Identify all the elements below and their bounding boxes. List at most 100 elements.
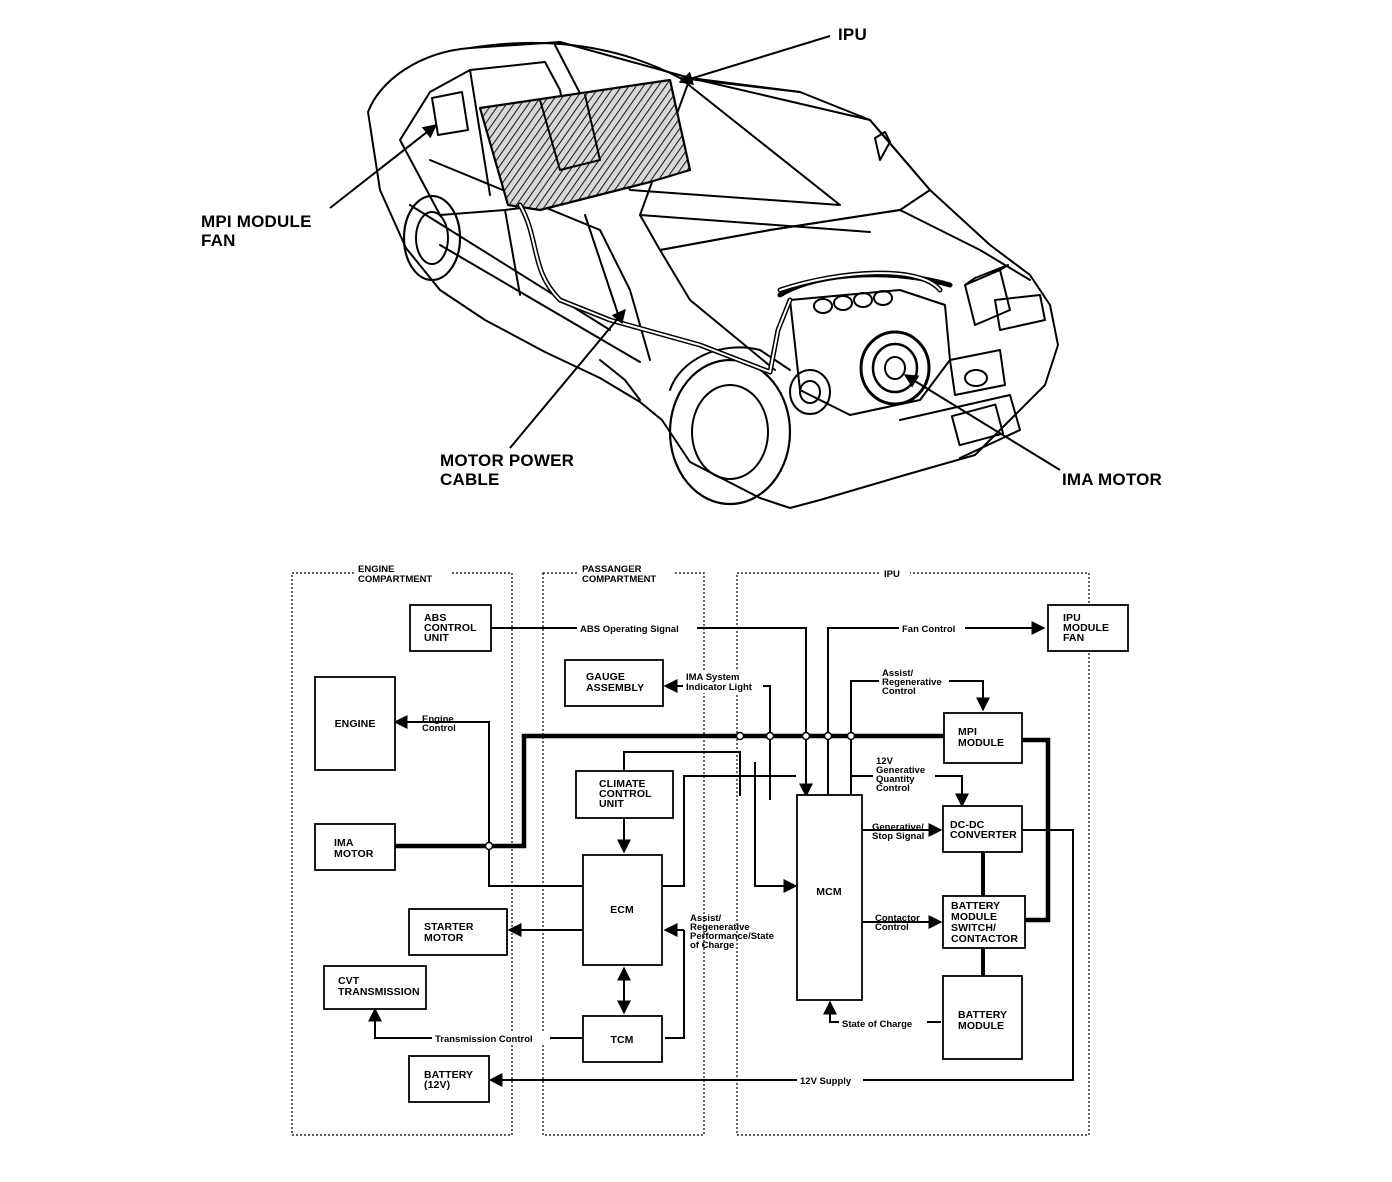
engine_control-label-line2: Control	[422, 723, 456, 734]
motor-cable-callout-line1: MOTOR POWER	[440, 451, 574, 470]
ipu-pack	[478, 78, 692, 212]
battery-switch-box	[942, 895, 1026, 949]
gauge-label-line1: GAUGE	[586, 671, 625, 683]
generative_stop-label-line1: Generative/	[872, 822, 924, 833]
boxes	[314, 604, 1129, 1103]
motor-cable-callout-line2: CABLE	[440, 470, 500, 489]
ecm-label-line1: ECM	[610, 904, 634, 916]
engine-control-line	[393, 715, 583, 887]
ima-motor-callout: IMA MOTOR	[1062, 470, 1162, 489]
callout-leaders	[329, 35, 1061, 471]
ecm-mcm-line-a	[623, 751, 741, 796]
battery-module-box	[942, 975, 1023, 1060]
ima-motor-drawing	[859, 330, 931, 406]
dcdc-label-line1: DC-DC	[950, 819, 985, 831]
contactor_control-label-line1: Contactor	[875, 913, 920, 924]
ipu-zone-label: IPU	[884, 569, 900, 580]
engine-zone-label-line2: COMPARTMENT	[358, 574, 432, 585]
ipu_fan-label-line1: IPU	[1063, 612, 1081, 624]
generative_quantity-label-line1: 12V	[876, 756, 894, 767]
battery_switch-label-line1: BATTERY	[951, 900, 1000, 912]
passenger-zone-label-line2: COMPARTMENT	[582, 574, 656, 585]
abs-label-line1: ABS	[424, 612, 446, 624]
battery_switch-label-line4: CONTACTOR	[951, 933, 1018, 945]
generative_stop-label-line2: Stop Signal	[872, 831, 924, 842]
state_of_charge-label-bg	[839, 1017, 927, 1029]
ima_indicator-label-bg	[683, 671, 763, 693]
assist_regen_control-label-bg	[879, 665, 949, 696]
ima_motor-label-line2: MOTOR	[334, 848, 374, 860]
ipu-leader	[678, 35, 831, 85]
ima_motor-label-line1: IMA	[334, 837, 354, 849]
battery_switch-label-line3: SWITCH/	[951, 922, 996, 934]
fan-control-line	[827, 621, 1046, 796]
ecm-mcm-line-b	[754, 762, 798, 893]
ipu-zone	[736, 572, 1090, 1136]
assist_regen_control-label-line2: Regenerative	[882, 677, 942, 688]
battery12-label-line1: BATTERY	[424, 1069, 473, 1081]
engine-label-line1: ENGINE	[335, 718, 376, 730]
car-side-window	[399, 61, 581, 216]
headlight	[994, 294, 1046, 331]
mpi-module-box	[943, 712, 1023, 764]
ipu-fan-box	[1047, 604, 1129, 652]
honda-logo	[964, 369, 988, 387]
mpi-fan-drawing	[431, 91, 469, 136]
mpi_module-label-line2: MODULE	[958, 737, 1004, 749]
ipu_fan-label-line2: MODULE	[1063, 622, 1109, 634]
motor-power-cable	[517, 202, 793, 375]
car-body-outline	[367, 41, 1059, 509]
cvt-label-line1: CVT	[338, 975, 360, 987]
assist_regen_perf-label-line4: of Charge	[690, 940, 734, 951]
power-bus-right	[1022, 737, 1051, 923]
supply_12v-label-bg	[797, 1074, 863, 1086]
generative_quantity-label-bg	[873, 755, 935, 797]
rear-wheel	[402, 194, 462, 282]
battery12-box	[408, 1055, 490, 1103]
mcm-label-line1: MCM	[816, 886, 842, 898]
power-bus	[395, 733, 1051, 923]
transmission_control-label-bg	[432, 1032, 550, 1044]
supply_12v-label-line1: 12V Supply	[800, 1076, 852, 1087]
battery_module-label-line2: MODULE	[958, 1020, 1004, 1032]
assist_regen_perf-label-line2: Regenerative	[690, 922, 750, 933]
grille	[949, 349, 1006, 396]
abs_operating-label-line1: ABS Operating Signal	[580, 624, 679, 635]
dcdc-box	[942, 805, 1023, 853]
abs_operating-label-bg	[577, 622, 697, 634]
fan_control-label-bg	[899, 622, 965, 634]
box-labels: ABSCONTROLUNITGAUGEASSEMBLYENGINEIMAMOTO…	[334, 612, 1109, 1091]
generative_quantity-label-line4: Control	[876, 783, 910, 794]
tcm-box	[582, 1015, 663, 1063]
motor-cable-leader	[509, 308, 626, 449]
power-bus-main	[395, 733, 944, 849]
tcm-label-line1: TCM	[610, 1034, 633, 1046]
climate-label-line3: UNIT	[599, 798, 624, 810]
abs-box	[409, 604, 492, 652]
assist_regen_control-label-line1: Assist/	[882, 668, 914, 679]
engine-block	[789, 289, 951, 416]
engine-zone-label-line1: ENGINE	[358, 564, 394, 575]
climate-mcm-line	[662, 775, 796, 887]
ipu-callout: IPU	[838, 25, 867, 44]
assist_regen_perf-label-line3: Performance/State	[690, 931, 774, 942]
engine-bay-battery	[964, 264, 1011, 326]
engine_control-label-line1: Engine	[422, 714, 454, 725]
ima_indicator-label-line1: IMA System	[686, 672, 740, 683]
generative_quantity-label-line2: Generative	[876, 765, 925, 776]
ima-motor-box	[314, 823, 396, 871]
contactor_control-label-line2: Control	[875, 922, 909, 933]
climate-label-line1: CLIMATE	[599, 778, 646, 790]
ecm-box	[582, 854, 663, 966]
tcm-mcm-line	[665, 930, 685, 1039]
mpi-fan-callout-line2: FAN	[201, 231, 236, 250]
mpi-fan-leader	[329, 124, 438, 209]
battery_switch-label-line2: MODULE	[951, 911, 997, 923]
mpi_module-label-line1: MPI	[958, 726, 977, 738]
bus-crossings	[484, 731, 856, 851]
starter-box	[408, 908, 508, 956]
front-bumper	[899, 394, 1021, 459]
mpi-fan-callout-line1: MPI MODULE	[201, 212, 312, 231]
dcdc-label-line2: CONVERTER	[950, 829, 1017, 841]
